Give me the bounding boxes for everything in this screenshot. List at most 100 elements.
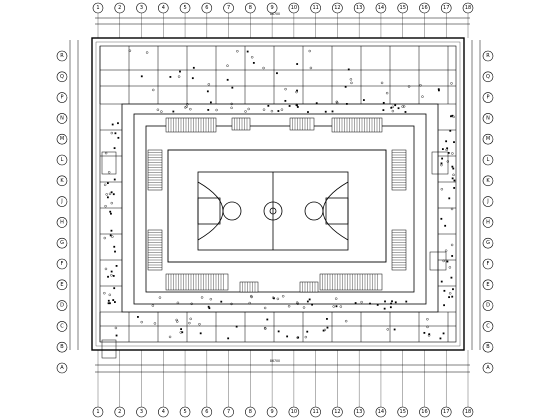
- fixture-box: [384, 300, 386, 303]
- fixture-light: [185, 105, 188, 108]
- svg-text:17: 17: [443, 5, 449, 11]
- fixture-light: [111, 235, 114, 238]
- fixture-box: [451, 165, 454, 168]
- fixture-light: [140, 320, 143, 324]
- fixture-light: [308, 49, 311, 53]
- fixture-light: [339, 305, 343, 308]
- fixture-box: [114, 132, 117, 135]
- fixture-box: [335, 305, 338, 308]
- axis-bottom-bubble: 4: [157, 406, 169, 418]
- axis-top-bubble: 7: [223, 2, 234, 14]
- fixture-box: [113, 178, 116, 181]
- fixture-box: [453, 187, 456, 189]
- svg-text:4: 4: [162, 5, 165, 11]
- fixture-light: [184, 106, 187, 109]
- fixture-light: [451, 152, 454, 155]
- fixture-box: [441, 157, 444, 160]
- axis-left-bubble: K: [56, 175, 68, 187]
- fixture-box: [107, 302, 110, 305]
- axis-top-bubble: 4: [157, 2, 169, 14]
- axis-bottom-bubble: 12: [332, 406, 343, 418]
- svg-text:K: K: [60, 178, 64, 184]
- fixture-box: [226, 78, 229, 81]
- svg-text:A: A: [486, 365, 490, 371]
- fixture-light: [104, 151, 108, 155]
- axis-top-bubble: 5: [179, 2, 191, 14]
- fixture-box: [206, 90, 209, 93]
- axis-top-bubble: 17: [440, 2, 452, 14]
- axis-bottom-bubble: 3: [136, 406, 147, 418]
- seating-block: [391, 229, 407, 271]
- fixture-light: [421, 95, 424, 98]
- fixture-box: [391, 300, 393, 303]
- fixture-light: [230, 102, 233, 106]
- fixture-box: [394, 301, 397, 304]
- fixture-box: [446, 260, 449, 263]
- axis-bottom-bubble: 8: [245, 406, 256, 418]
- fixture-box: [208, 307, 211, 310]
- fixture-box: [115, 264, 118, 267]
- fixture-box: [452, 167, 455, 170]
- fixture-box: [117, 136, 120, 139]
- svg-text:R: R: [60, 53, 64, 59]
- svg-text:11: 11: [312, 5, 318, 11]
- fixture-light: [323, 328, 327, 332]
- fixture-box: [113, 301, 116, 303]
- fixture-box: [140, 75, 143, 78]
- svg-text:12: 12: [334, 5, 340, 11]
- fixture-light: [200, 296, 204, 299]
- fixture-light: [442, 259, 445, 263]
- fixture-box: [266, 318, 269, 321]
- fixture-box: [252, 61, 255, 64]
- fixture-box: [137, 316, 139, 318]
- fixture-light: [332, 305, 335, 308]
- fixture-light: [295, 90, 298, 94]
- fixture-box: [390, 302, 392, 305]
- fixture-light: [168, 335, 172, 339]
- fixture-box: [199, 332, 202, 335]
- fixture-box: [450, 276, 453, 279]
- fixture-box: [315, 102, 318, 105]
- svg-text:7: 7: [227, 409, 230, 415]
- fixture-box: [439, 337, 442, 340]
- fixture-light: [304, 335, 308, 339]
- svg-text:9: 9: [271, 409, 274, 415]
- seating-block: [165, 117, 217, 133]
- fixture-light: [448, 292, 452, 295]
- axis-left-bubble: D: [56, 300, 68, 311]
- svg-text:14: 14: [378, 5, 384, 11]
- axis-right-bubble: H: [482, 217, 494, 228]
- fixture-box: [369, 302, 371, 305]
- axis-bottom-bubble: 16: [419, 406, 430, 418]
- svg-text:Q: Q: [486, 74, 490, 80]
- fixture-box: [307, 111, 309, 113]
- fixture-light: [302, 306, 306, 309]
- fixture-box: [449, 129, 452, 132]
- seating-block: [391, 149, 407, 191]
- fixture-light: [448, 266, 452, 269]
- fixture-box: [284, 99, 287, 102]
- axis-bottom-bubble: 10: [288, 406, 300, 418]
- fixture-light: [151, 304, 155, 307]
- basketball-court: [167, 149, 387, 263]
- fixture-light: [250, 295, 253, 299]
- fixture-light: [177, 75, 181, 78]
- fixture-box: [382, 109, 385, 112]
- fixture-box: [347, 68, 350, 71]
- fixture-light: [281, 295, 285, 298]
- svg-text:18: 18: [465, 5, 471, 11]
- axis-right-bubble: B: [482, 341, 494, 353]
- axis-bottom-bubble: 11: [310, 406, 321, 418]
- fixture-box: [354, 302, 357, 304]
- svg-text:6: 6: [205, 5, 208, 11]
- fixture-box: [453, 141, 455, 144]
- fixture-box: [306, 300, 309, 303]
- fixture-box: [437, 88, 440, 91]
- svg-text:B: B: [486, 344, 490, 350]
- axis-left-bubble: F: [56, 258, 68, 270]
- axis-top-bubble: 14: [375, 2, 387, 14]
- axis-left-bubble: Q: [56, 71, 68, 83]
- fixture-light: [250, 56, 254, 59]
